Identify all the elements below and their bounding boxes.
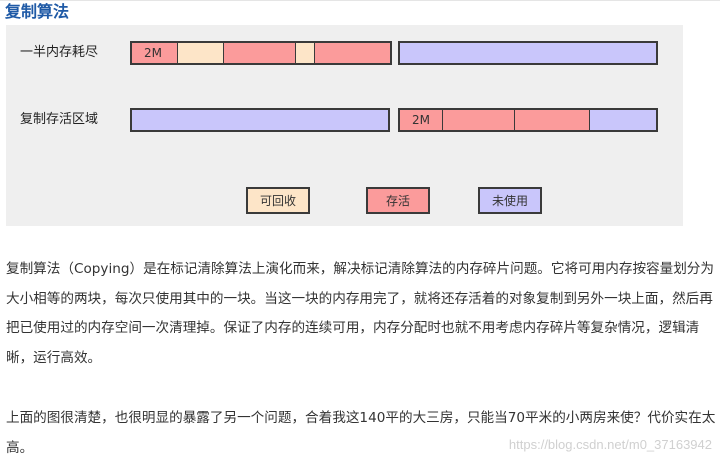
memory-block-left-row2 [130,108,390,132]
memory-block-left-row1: 2M [130,41,392,65]
memory-diagram: 一半内存耗尽 2M 复制存活区域 2M 可回收 存活 未使用 [6,25,683,226]
segment-live-2m: 2M [400,110,443,130]
memory-block-right-row1 [398,41,658,65]
paragraph-drawback: 上面的图很清楚，也很明显的暴露了另一个问题，合着我这140平的大三房，只能当70… [6,410,716,456]
memory-block-right-row2: 2M [398,108,658,132]
legend-unused: 未使用 [478,187,542,214]
segment-unused [400,43,656,63]
legend-reclaimable: 可回收 [246,187,310,214]
segment-live [315,43,390,63]
segment-live [515,110,590,130]
row-label-copy-live: 复制存活区域 [20,112,99,127]
watermark: https://blog.csdn.net/m0_37163942 [508,437,712,452]
segment-live [224,43,296,63]
top-divider [0,0,720,1]
segment-unused [590,110,656,130]
section-heading: 复制算法 [5,2,70,21]
segment-live [443,110,515,130]
paragraph-description: 复制算法（Copying）是在标记清除算法上演化而来，解决标记清除算法的内存碎片… [6,261,714,366]
segment-live-2m: 2M [132,43,178,63]
legend-live: 存活 [366,187,430,214]
row-label-half-exhausted: 一半内存耗尽 [20,45,99,60]
segment-unused [132,110,388,130]
segment-reclaimable [296,43,315,63]
segment-reclaimable [178,43,224,63]
